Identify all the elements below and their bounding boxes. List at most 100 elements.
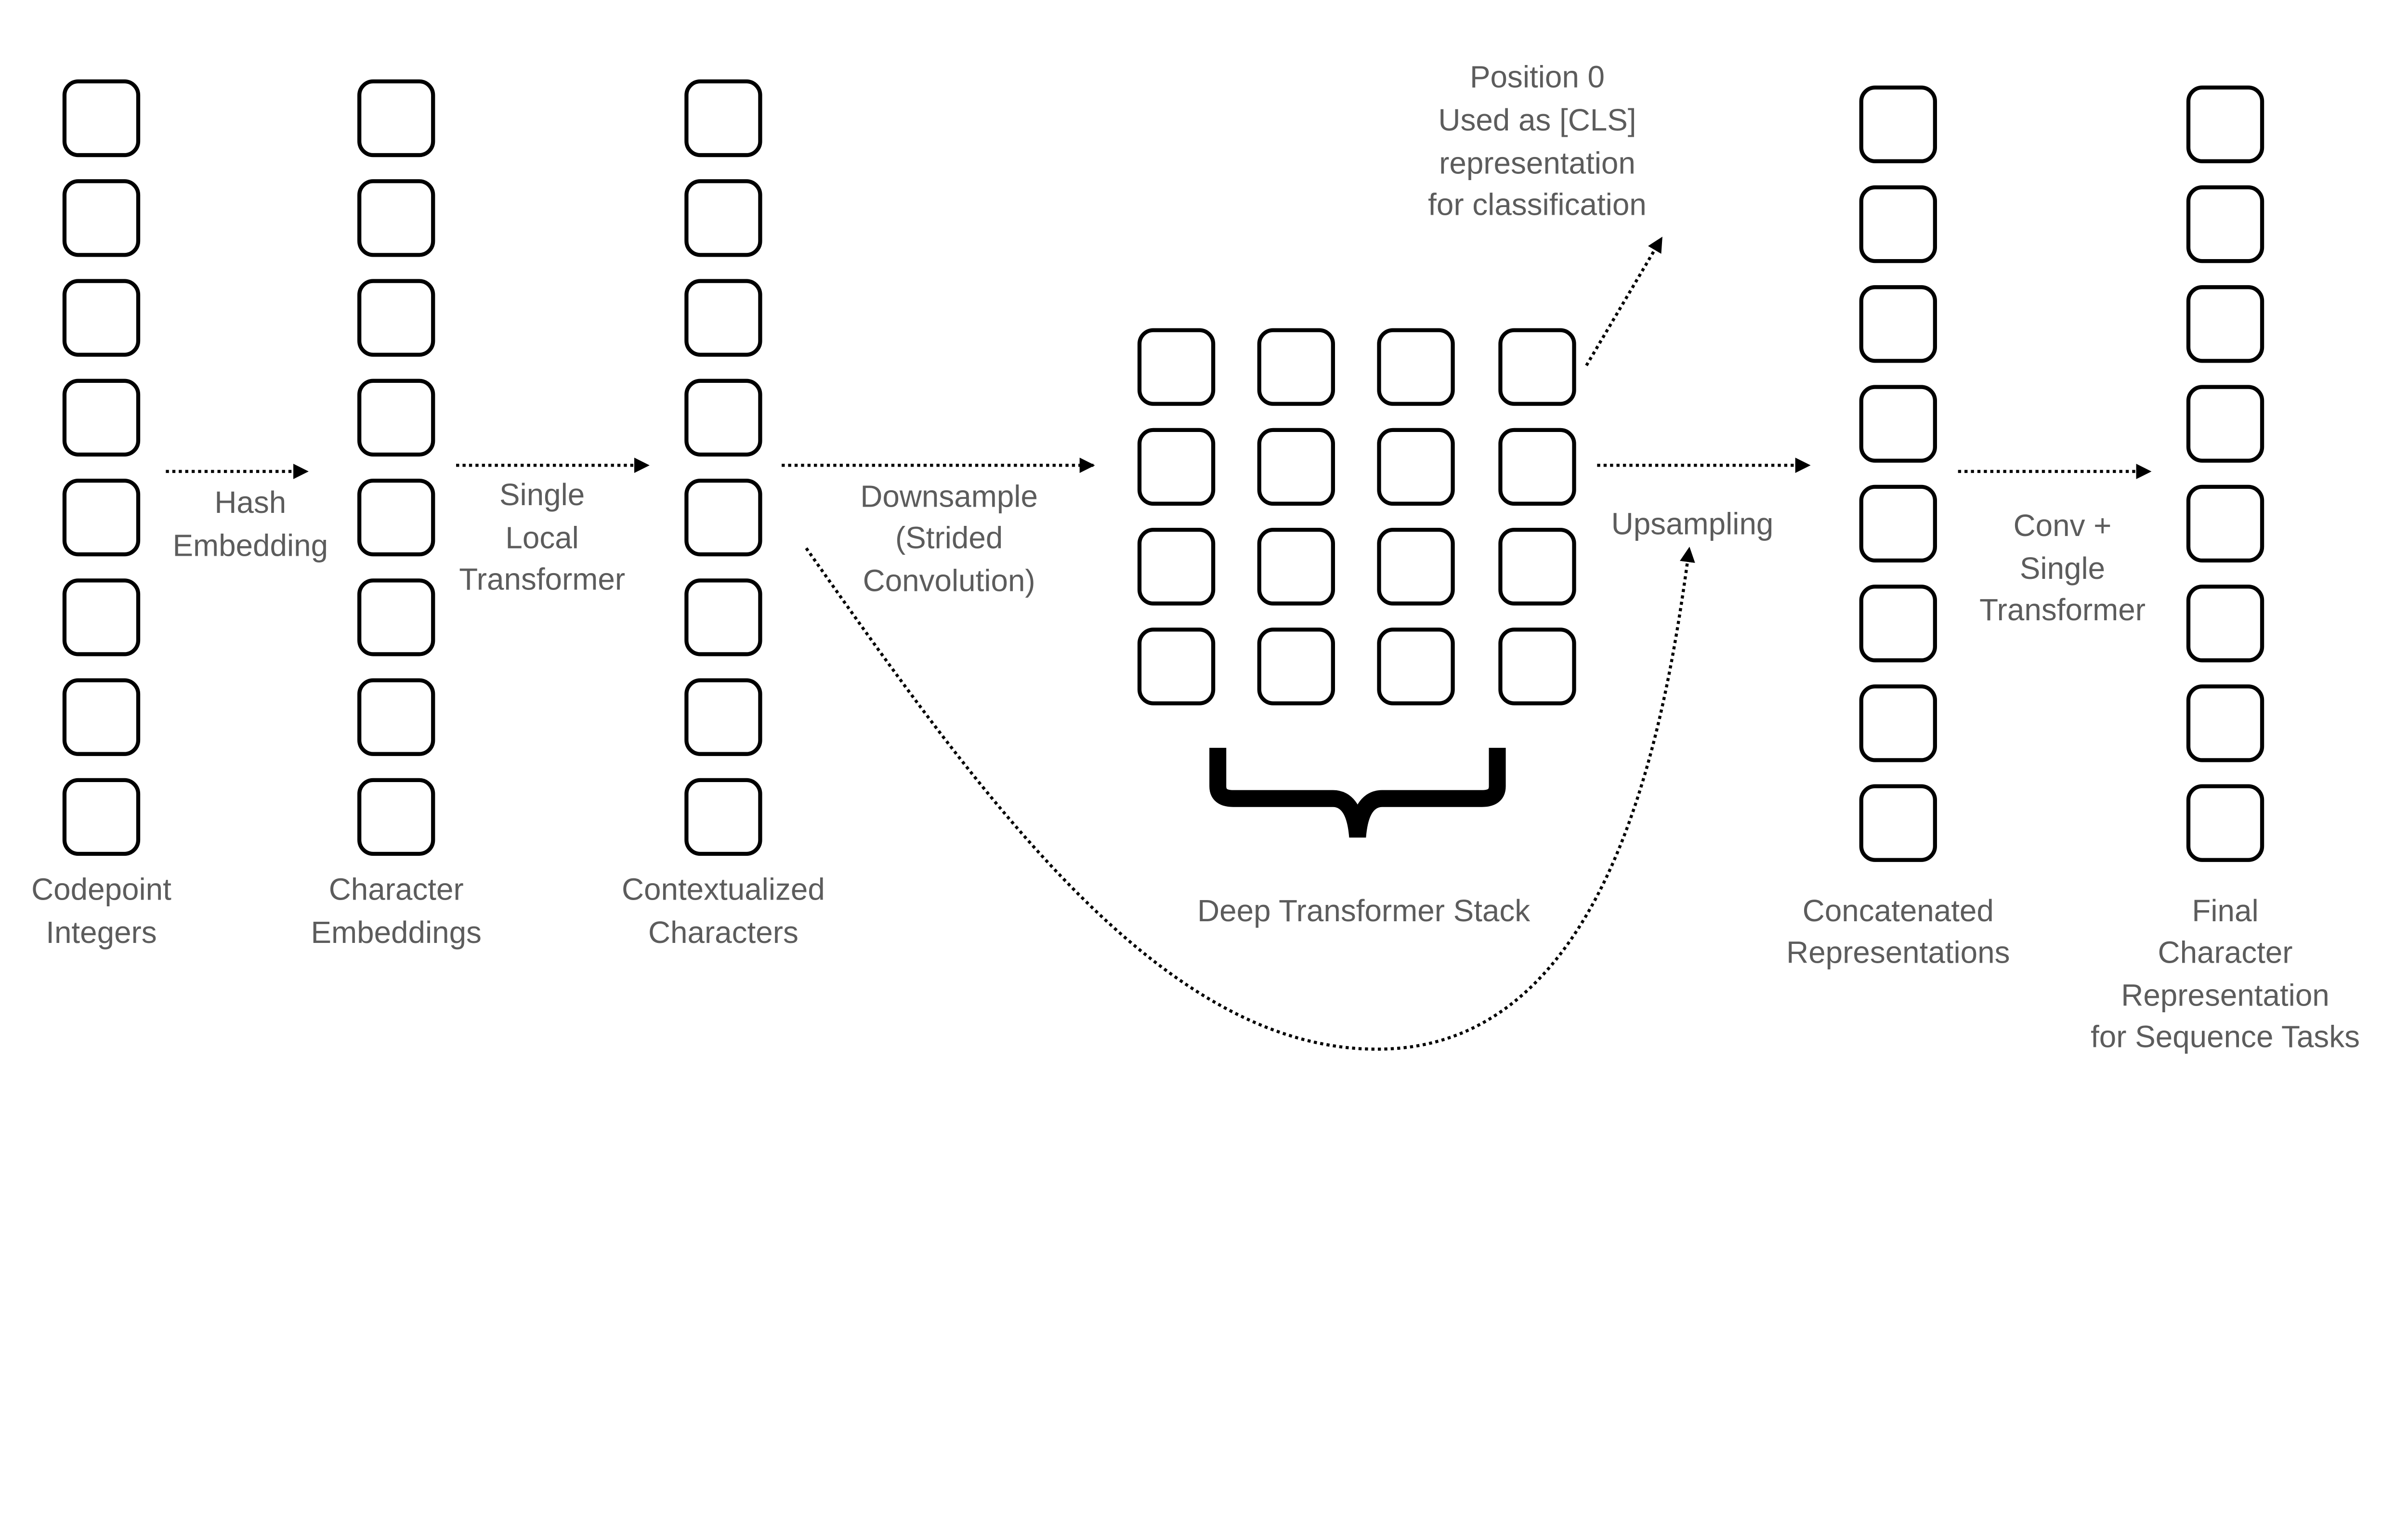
- character-embeddings-label-line: Embeddings: [311, 915, 481, 950]
- column-codepoint-integers: [62, 79, 141, 856]
- column-contextualized-characters: [684, 79, 762, 856]
- deep-transformer-stack-label-line: Deep Transformer Stack: [1197, 893, 1530, 928]
- column-final-character-representation: [2186, 85, 2264, 862]
- vector-box: [684, 179, 762, 257]
- vector-box: [2186, 185, 2264, 263]
- grid-box: [1137, 527, 1216, 606]
- grid-box: [1137, 328, 1216, 406]
- grid-box: [1377, 527, 1455, 606]
- grid-box: [1257, 527, 1335, 606]
- grid-box: [1498, 527, 1576, 606]
- vector-box: [62, 478, 141, 557]
- vector-box: [357, 279, 435, 357]
- conv-single-transformer-label-line: Transformer: [1979, 592, 2146, 627]
- grid-box: [1498, 627, 1576, 706]
- vector-box: [357, 179, 435, 257]
- cls-note-label: Position 0 Used as [CLS] representation for…: [1428, 60, 1647, 222]
- vector-box: [62, 678, 141, 756]
- grid-box: [1498, 328, 1576, 406]
- grid-box: [1137, 428, 1216, 506]
- vector-box: [357, 379, 435, 457]
- codepoint-integers-label-line: Integers: [46, 915, 157, 950]
- curly-brace-icon: [1209, 747, 1506, 838]
- single-local-transformer-label-line: Single: [499, 477, 585, 512]
- conv-single-transformer-label-line: Single: [2020, 551, 2105, 586]
- cls-note-label-line: representation: [1439, 145, 1636, 180]
- vector-box: [1859, 784, 1937, 862]
- vector-box: [684, 578, 762, 656]
- vector-box: [684, 478, 762, 557]
- cls-note-label-line: Used as [CLS]: [1438, 103, 1636, 137]
- downsample-label-line: (Strided: [895, 520, 1003, 555]
- cls-note-label-line: for classification: [1428, 187, 1647, 222]
- vector-box: [1859, 85, 1937, 163]
- grid-box: [1377, 328, 1455, 406]
- vector-box: [357, 678, 435, 756]
- vector-box: [2186, 285, 2264, 363]
- vector-box: [2186, 385, 2264, 463]
- grid-box: [1257, 428, 1335, 506]
- final-character-representation-label-line: Final: [2192, 893, 2258, 928]
- upsampling-label: Upsampling: [1611, 507, 1774, 541]
- vector-box: [2186, 584, 2264, 663]
- vector-box: [2186, 484, 2264, 563]
- cls-note-label-line: Position 0: [1470, 60, 1605, 94]
- deep-transformer-grid: [1137, 328, 1576, 706]
- downsample-label-line: Convolution): [863, 563, 1035, 598]
- column-concatenated-representations: [1859, 85, 1937, 862]
- vector-box: [2186, 684, 2264, 762]
- vector-box: [1859, 684, 1937, 762]
- vector-box: [62, 379, 141, 457]
- grid-box: [1137, 627, 1216, 706]
- vector-box: [62, 79, 141, 157]
- vector-box: [357, 79, 435, 157]
- vector-box: [357, 778, 435, 856]
- concatenated-representations-label-line: Representations: [1786, 935, 2010, 969]
- grid-box: [1377, 627, 1455, 706]
- vector-box: [684, 778, 762, 856]
- vector-box: [357, 478, 435, 557]
- concatenated-representations-label-line: Concatenated: [1803, 893, 1994, 928]
- vector-box: [684, 79, 762, 157]
- contextualized-characters-label-line: Contextualized: [622, 872, 825, 907]
- vector-box: [1859, 185, 1937, 263]
- vector-box: [357, 578, 435, 656]
- vector-box: [684, 379, 762, 457]
- vector-box: [1859, 584, 1937, 663]
- contextualized-characters-label-line: Characters: [648, 915, 798, 950]
- downsample-label-line: Downsample: [860, 479, 1038, 513]
- vector-box: [1859, 285, 1937, 363]
- conv-single-transformer-label-line: Conv +: [2014, 508, 2112, 543]
- final-character-representation-label-line: for Sequence Tasks: [2091, 1019, 2360, 1054]
- vector-box: [2186, 784, 2264, 862]
- column-character-embeddings: [357, 79, 435, 856]
- upsampling-label-line: Upsampling: [1611, 507, 1774, 541]
- vector-box: [2186, 85, 2264, 163]
- vector-box: [684, 279, 762, 357]
- vector-box: [62, 279, 141, 357]
- hash-embedding-label-line: Hash: [214, 485, 286, 520]
- residual-skip-arrow: [805, 547, 1695, 1051]
- vector-box: [1859, 484, 1937, 563]
- deep-transformer-stack-label: Deep Transformer Stack: [1197, 893, 1530, 928]
- cls-arrow: [1585, 236, 1663, 366]
- vector-box: [1859, 385, 1937, 463]
- single-local-transformer-label-line: Local: [505, 520, 578, 555]
- grid-box: [1257, 627, 1335, 706]
- single-local-transformer-label-line: Transformer: [459, 562, 625, 596]
- final-character-representation-label-line: Representation: [2121, 978, 2329, 1013]
- final-character-representation-label-line: Character: [2158, 935, 2293, 969]
- grid-box: [1498, 428, 1576, 506]
- vector-box: [62, 179, 141, 257]
- codepoint-integers-label-line: Codepoint: [31, 872, 171, 907]
